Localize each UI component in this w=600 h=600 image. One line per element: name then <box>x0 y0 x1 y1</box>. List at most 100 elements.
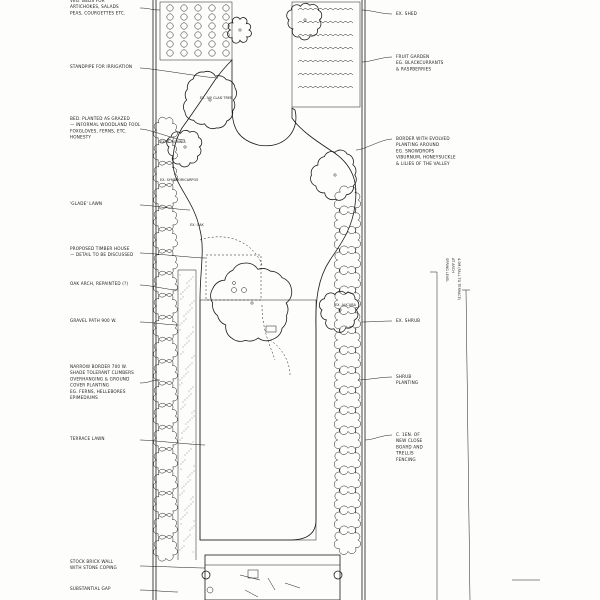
gravel-dot <box>183 545 185 547</box>
gravel-dot <box>185 318 187 320</box>
label-line: NEW CLOSE <box>396 438 423 443</box>
gravel-dot <box>192 276 194 278</box>
shrub-icon <box>153 512 178 540</box>
gravel-dot <box>183 375 185 377</box>
tree-trunk-icon <box>183 145 187 149</box>
gravel-dot <box>181 547 183 549</box>
fruit-row <box>297 8 354 11</box>
label-line: SHRUB <box>396 374 411 379</box>
gravel-dot <box>184 514 186 516</box>
gravel-dot <box>193 465 195 467</box>
fruit-row <box>297 60 354 63</box>
gravel-dot <box>186 342 188 344</box>
terrace-lawn <box>199 299 317 541</box>
shrub-icon <box>334 385 361 415</box>
gravel-dot <box>191 412 193 414</box>
gravel-dot <box>184 404 186 406</box>
tree-label-aucuba: EX. AUCUBA <box>335 303 357 307</box>
gravel-dot <box>179 379 181 381</box>
small-structure <box>265 325 277 333</box>
shrub-icon <box>153 292 178 320</box>
gravel-dot <box>181 382 183 384</box>
label-line: EG. BLACKCURRANTS <box>396 60 444 65</box>
tree-trunk-icon <box>238 28 242 32</box>
label-timber: PROPOSED TIMBER HOUSE— DETAIL TO BE DISC… <box>70 246 133 257</box>
veg-plant-icon <box>166 31 174 39</box>
label-seat: STANDPIPE FOR IRRIGATION <box>70 64 132 69</box>
leader-line <box>364 434 393 441</box>
gravel-dot <box>191 472 193 474</box>
gravel-dot <box>191 307 193 309</box>
label-line: GRAVEL PATH 900 W. <box>70 318 117 323</box>
tree-trunk-icon <box>208 98 212 102</box>
gravel-dot <box>187 421 189 423</box>
label-terrace_lawn: TERRACE LAWN <box>69 436 105 441</box>
leader-line <box>139 589 179 593</box>
tree-label-ivy: EX. IVY CLAD TREE <box>200 96 232 100</box>
veg-plant-icon <box>208 31 216 39</box>
shrub-icon <box>153 160 178 188</box>
tree-canopy-icon <box>286 2 323 41</box>
label-line: EX. SHED <box>396 11 417 16</box>
gravel-dot <box>180 468 182 470</box>
label-line: EG. FERNS, HELLEBORES <box>70 389 126 394</box>
gravel-dot <box>185 423 187 425</box>
annotation-leaders <box>139 7 393 593</box>
bottom-terrace <box>201 554 343 600</box>
fruit-row <box>297 73 354 76</box>
label-line: VEG. BEDS FOR <box>70 0 105 3</box>
label-line: & RASPBERRIES <box>396 66 431 71</box>
trees <box>166 2 360 342</box>
label-line: SUBSTANTIAL GAP <box>70 586 111 591</box>
label-line: STANDPIPE FOR IRRIGATION <box>70 64 132 69</box>
leader-line <box>355 138 393 151</box>
fruit-row <box>297 47 354 50</box>
leader-line <box>139 204 191 211</box>
gravel-dot <box>186 287 188 289</box>
shrub-icon <box>334 525 361 555</box>
gravel-dot <box>189 309 191 311</box>
gravel-dot <box>193 355 195 357</box>
gravel-dot <box>183 540 185 542</box>
veg-plant-icon <box>166 40 174 48</box>
gravel-dot <box>185 428 187 430</box>
shrub-icon <box>153 314 178 342</box>
gravel-dot <box>184 459 186 461</box>
veg-plant-icon <box>194 22 202 30</box>
gravel-dot <box>193 410 195 412</box>
shrub-icon <box>153 358 178 386</box>
gravel-dot <box>187 371 189 373</box>
label-line: EPIMEDIUMS <box>70 395 98 400</box>
leader-line <box>361 56 393 63</box>
gravel-dot <box>190 388 192 390</box>
label-line: STOCK BRICK WALL <box>70 559 114 564</box>
gravel-dot <box>185 538 187 540</box>
gravel-dot <box>190 393 192 395</box>
gravel-dot <box>190 503 192 505</box>
label-oak: OAK ARCH, REPAINTED (?) <box>70 281 128 286</box>
gravel-dot <box>188 390 190 392</box>
leader-line <box>139 379 161 384</box>
shrub-icon <box>334 485 361 515</box>
label-line: PROPOSED TIMBER HOUSE <box>70 246 130 251</box>
gravel-dot <box>191 302 193 304</box>
gravel-dot <box>191 362 193 364</box>
gravel-dot <box>188 335 190 337</box>
veg-plant-icon <box>222 40 230 48</box>
gravel-dot <box>185 313 187 315</box>
gravel-dot <box>192 441 194 443</box>
gravel-dot <box>187 536 189 538</box>
shrub-icon <box>153 380 178 408</box>
gravel-dot <box>182 296 184 298</box>
gravel-path <box>177 269 197 560</box>
fruit-row <box>297 21 354 24</box>
gravel-dot <box>189 419 191 421</box>
gravel-dot <box>179 274 181 276</box>
gravel-dot <box>188 450 190 452</box>
label-line: WITH STONE COPING <box>70 565 117 570</box>
